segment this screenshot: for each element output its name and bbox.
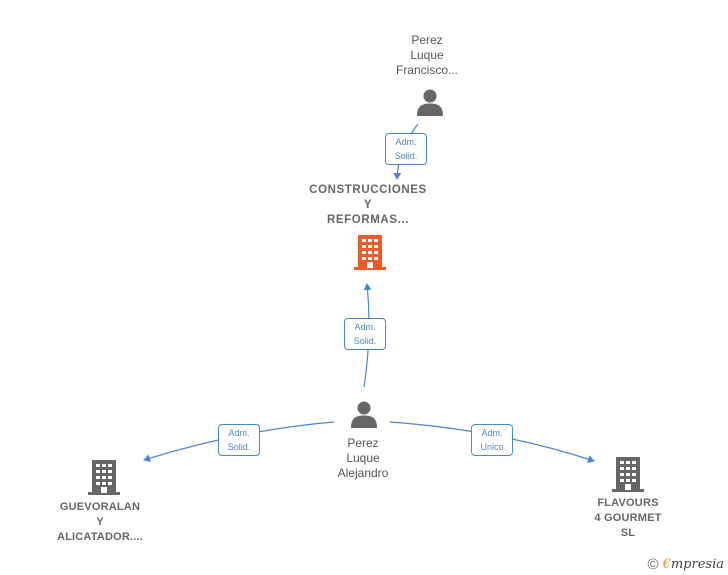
label-line: Alejandro [337,466,389,480]
brand-name: mpresia [670,557,724,572]
company-label-right[interactable]: FLAVOURS 4 GOURMET SL [578,496,678,541]
copyright-symbol: © [647,556,659,573]
edge-label-line: Solid. [353,336,377,346]
edge-label-line: Adm. [481,428,503,438]
edge-label-line: Solid. [227,442,251,452]
label-line: Perez [347,436,379,450]
building-icon[interactable] [612,457,644,492]
label-line: ALICATADOR.... [56,531,144,543]
edge-label-center-main[interactable]: Adm. Solid. [344,318,386,350]
person-label-center[interactable]: Perez Luque Alejandro [313,436,413,481]
person-icon[interactable] [350,400,378,428]
label-line: Perez [411,33,443,47]
brand-logo: €mpresia [663,557,724,572]
label-line: Y [363,199,373,211]
person-label-top[interactable]: Perez Luque Francisco... [378,33,476,78]
label-line: GUEVORALAN [59,501,141,513]
label-line: Luque [410,48,444,62]
edge-label-line: Adm. [354,322,376,332]
label-line: FLAVOURS [597,497,659,509]
building-icon[interactable] [354,235,386,270]
person-icon[interactable] [416,88,444,116]
edge-label-line: Adm. [395,137,417,147]
label-line: CONSTRUCCIONES [309,184,427,196]
edge-label-center-right[interactable]: Adm. Unico [471,424,513,456]
edge-label-top[interactable]: Adm. Solid. [385,133,427,165]
label-line: Francisco... [395,63,458,77]
empresia-watermark: © €mpresia [648,556,724,573]
edge-label-line: Adm. [228,428,250,438]
company-label-main[interactable]: CONSTRUCCIONES Y REFORMAS... [298,183,438,228]
edge-label-center-left[interactable]: Adm. Solid. [218,424,260,456]
label-line: Y [96,516,104,528]
brand-initial: € [662,557,671,572]
edge-label-line: Unico [480,442,504,452]
building-icon[interactable] [88,460,120,495]
label-line: SL [620,527,636,539]
edge-label-line: Solid. [394,151,418,161]
label-line: 4 GOURMET [594,512,662,524]
label-line: REFORMAS... [327,214,409,226]
label-line: Luque [346,451,380,465]
company-label-left[interactable]: GUEVORALAN Y ALICATADOR.... [40,500,160,545]
